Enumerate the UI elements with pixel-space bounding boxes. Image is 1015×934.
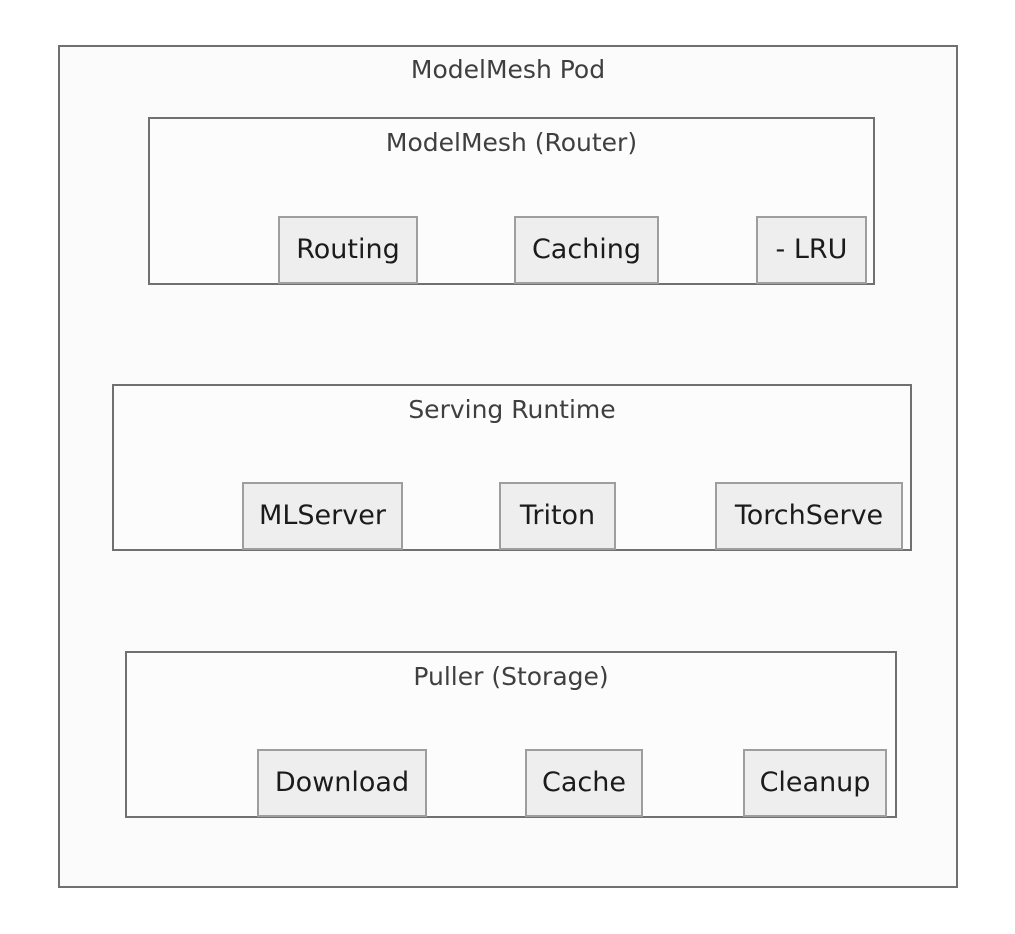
modelmesh-pod-container: ModelMesh Pod ModelMesh (Router) Routing… [58,45,958,888]
node-label: MLServer [259,500,386,531]
node-box: MLServer [242,482,403,550]
section-items-runtime: MLServer Triton TorchServe [114,386,910,550]
node-box: Download [257,749,427,817]
node-label: Caching [531,234,642,265]
node-label: Download [274,767,410,798]
pod-title: ModelMesh Pod [410,55,606,84]
node-label: TorchServe [734,500,884,531]
node-box: Triton [499,482,616,550]
section-title-puller: Puller (Storage) [413,662,609,691]
section-title-router: ModelMesh (Router) [385,128,638,157]
section-modelmesh-router: ModelMesh (Router) Routing Caching - LRU [148,117,875,285]
section-items-router: Routing Caching - LRU [150,119,873,284]
section-title-runtime: Serving Runtime [408,395,616,424]
node-label: Routing [296,234,400,265]
node-label: Cleanup [759,767,871,798]
node-box: Cache [525,749,643,817]
node-label: Triton [519,500,596,531]
node-label: - LRU [775,234,848,265]
node-box: - LRU [756,216,867,284]
section-puller-storage: Puller (Storage) Download Cache Cleanup [125,651,897,818]
node-box: Routing [278,216,418,284]
node-box: Cleanup [743,749,887,817]
section-items-puller: Download Cache Cleanup [127,653,895,817]
node-label: Cache [542,767,626,798]
section-serving-runtime: Serving Runtime MLServer Triton TorchServe [112,384,912,551]
node-box: Caching [514,216,659,284]
node-box: TorchServe [715,482,903,550]
